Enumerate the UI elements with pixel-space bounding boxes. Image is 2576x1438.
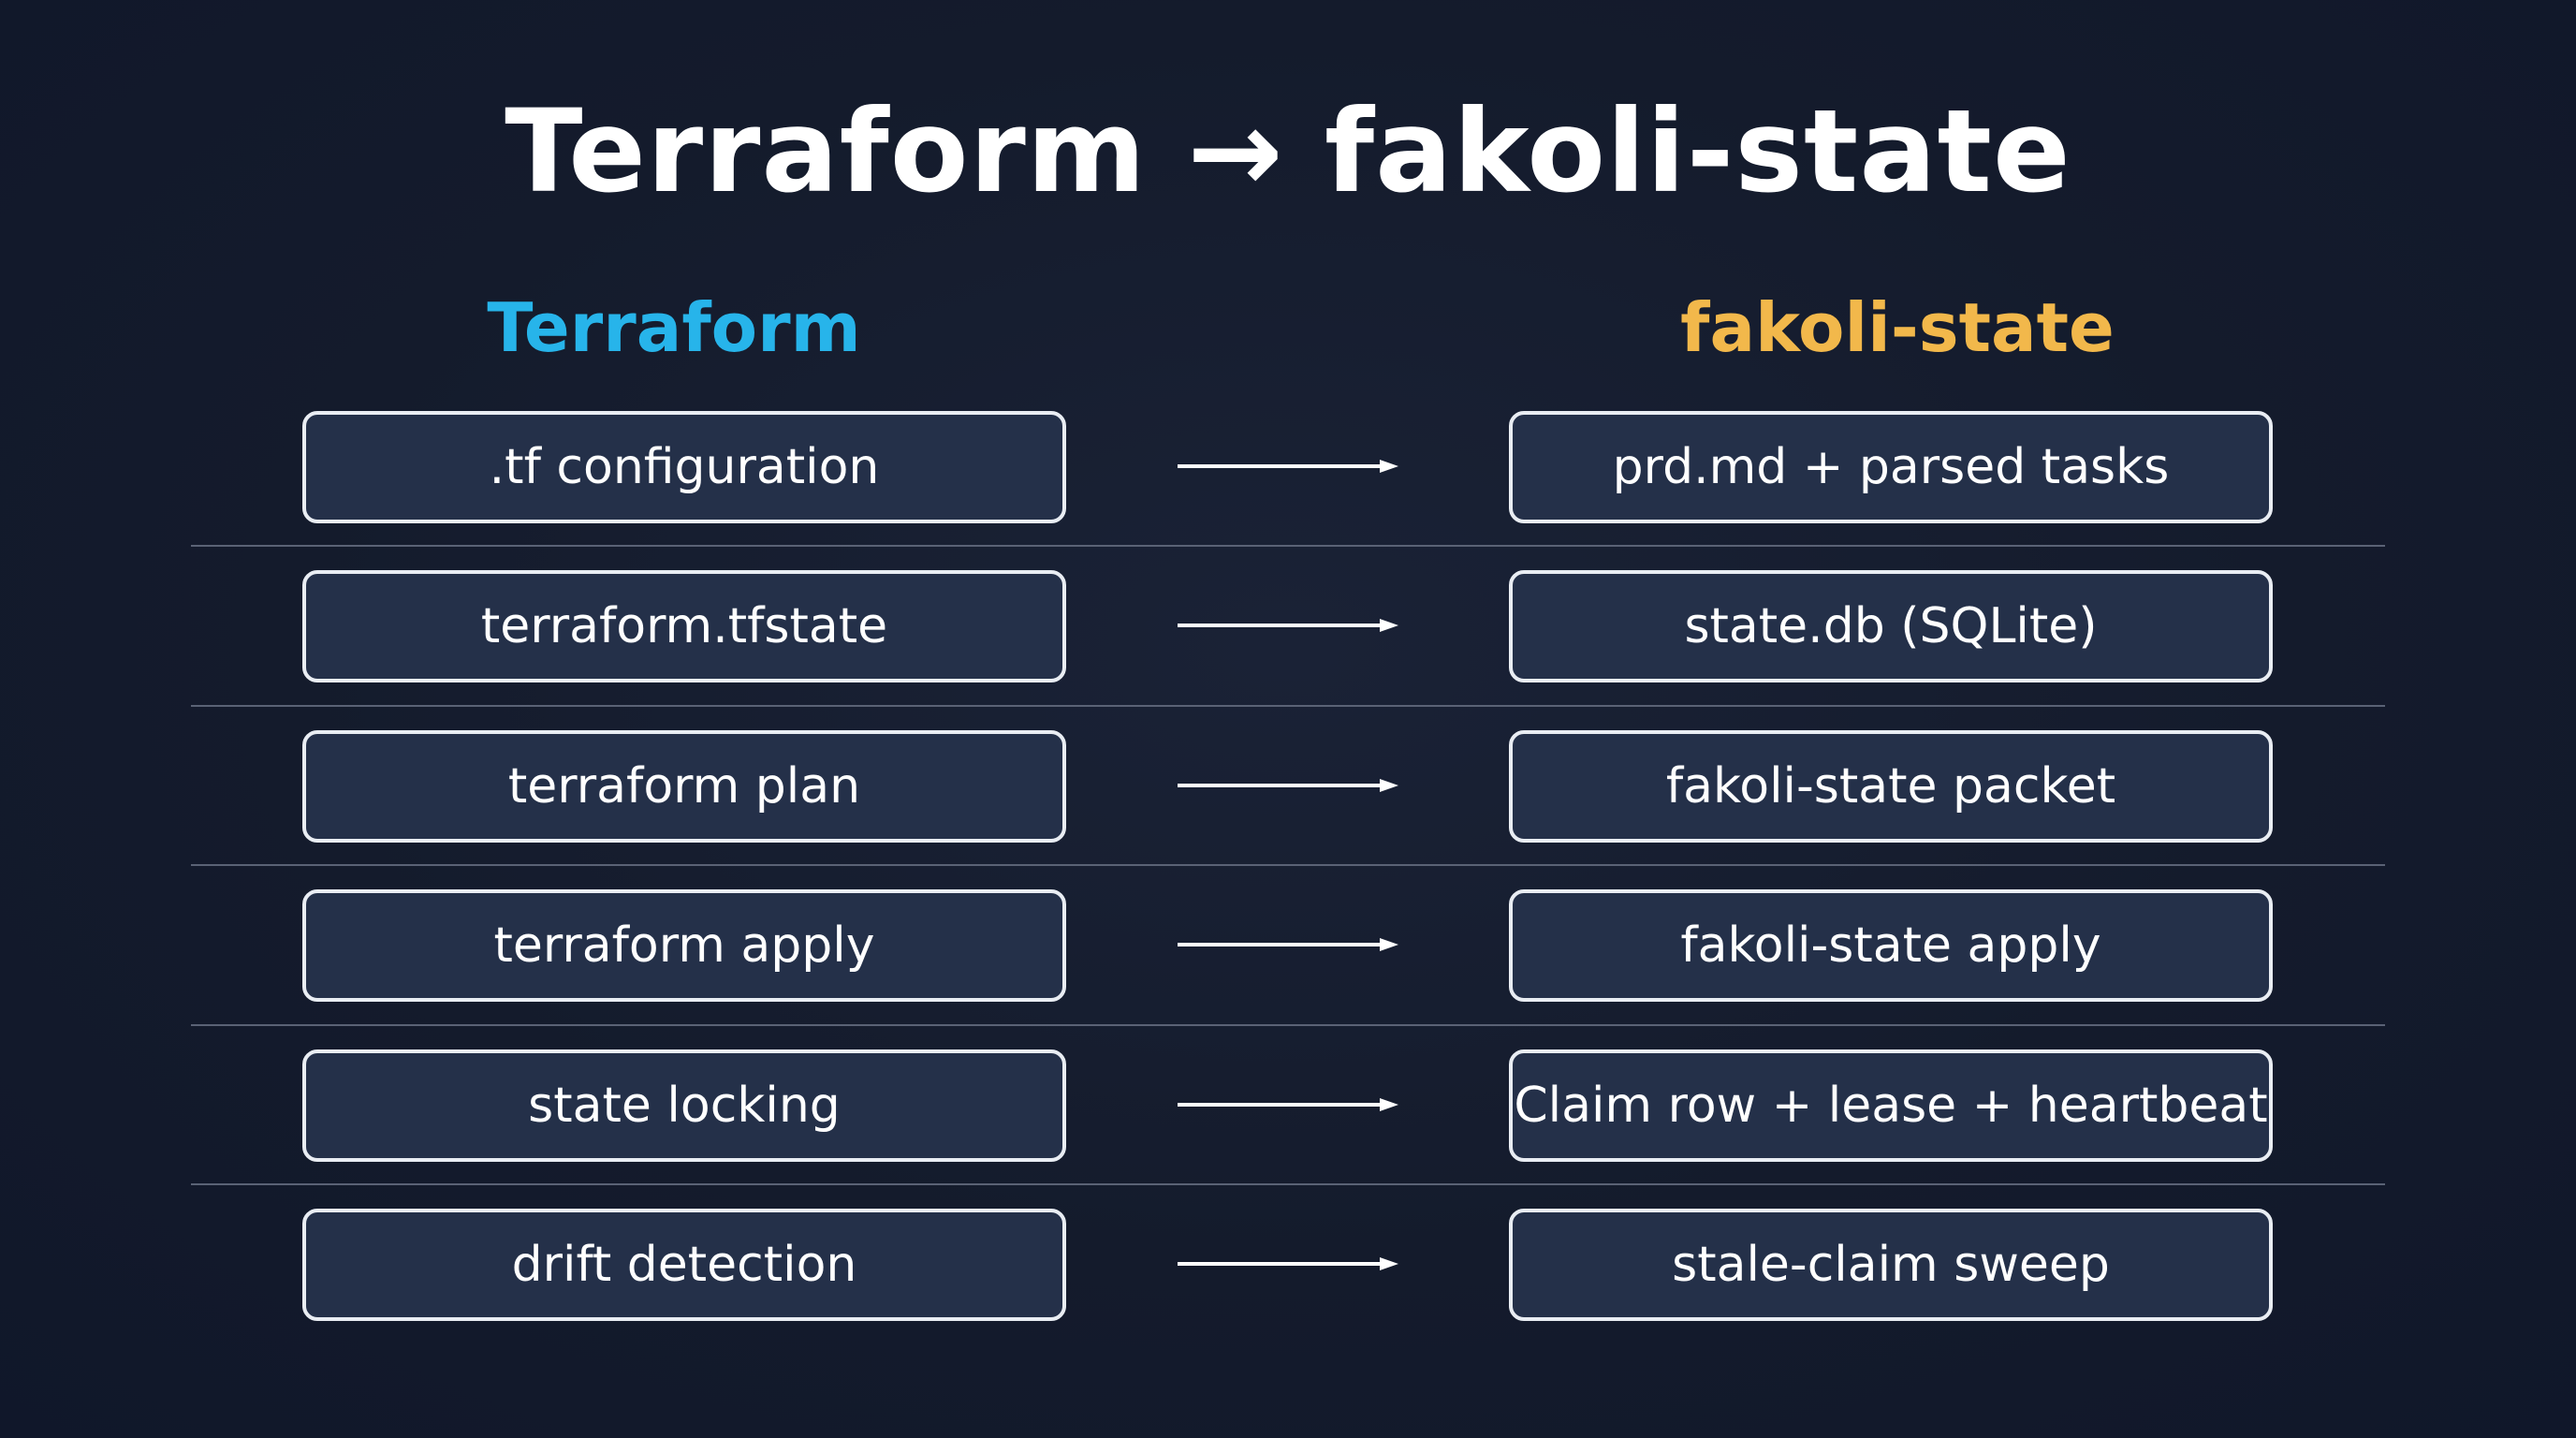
row-divider: [191, 1024, 2385, 1026]
mapping-row: terraform apply fakoli-state apply: [0, 889, 2576, 1049]
row-divider: [191, 864, 2385, 866]
right-arrow-icon: [1178, 460, 1398, 473]
right-arrow-icon: [1178, 619, 1398, 632]
terraform-column-header: Terraform: [487, 288, 861, 367]
terraform-concept-box: .tf configuration: [302, 411, 1066, 523]
row-divider: [191, 1183, 2385, 1185]
right-arrow-icon: [1178, 938, 1398, 951]
page-title: Terraform → fakoli-state: [505, 85, 2071, 218]
terraform-concept-box: state locking: [302, 1049, 1066, 1162]
terraform-concept-box: drift detection: [302, 1209, 1066, 1321]
fakoli-state-concept-box: prd.md + parsed tasks: [1509, 411, 2273, 523]
row-divider: [191, 705, 2385, 707]
terraform-concept-box: terraform plan: [302, 730, 1066, 843]
right-arrow-icon: [1178, 779, 1398, 792]
mapping-row: drift detection stale-claim sweep: [0, 1209, 2576, 1368]
fakoli-state-concept-box: fakoli-state apply: [1509, 889, 2273, 1002]
mapping-row: .tf configuration prd.md + parsed tasks: [0, 411, 2576, 570]
right-arrow-icon: [1178, 1098, 1398, 1111]
terraform-concept-box: terraform apply: [302, 889, 1066, 1002]
right-arrow-icon: [1178, 1257, 1398, 1270]
fakoli-state-concept-box: state.db (SQLite): [1509, 570, 2273, 682]
fakoli-state-concept-box: fakoli-state packet: [1509, 730, 2273, 843]
fakoli-state-column-header: fakoli-state: [1680, 288, 2115, 367]
fakoli-state-concept-box: stale-claim sweep: [1509, 1209, 2273, 1321]
terraform-concept-box: terraform.tfstate: [302, 570, 1066, 682]
mapping-row: state locking Claim row + lease + heartb…: [0, 1049, 2576, 1209]
mapping-row: terraform plan fakoli-state packet: [0, 730, 2576, 889]
mapping-row: terraform.tfstate state.db (SQLite): [0, 570, 2576, 729]
row-divider: [191, 545, 2385, 547]
fakoli-state-concept-box: Claim row + lease + heartbeat: [1509, 1049, 2273, 1162]
